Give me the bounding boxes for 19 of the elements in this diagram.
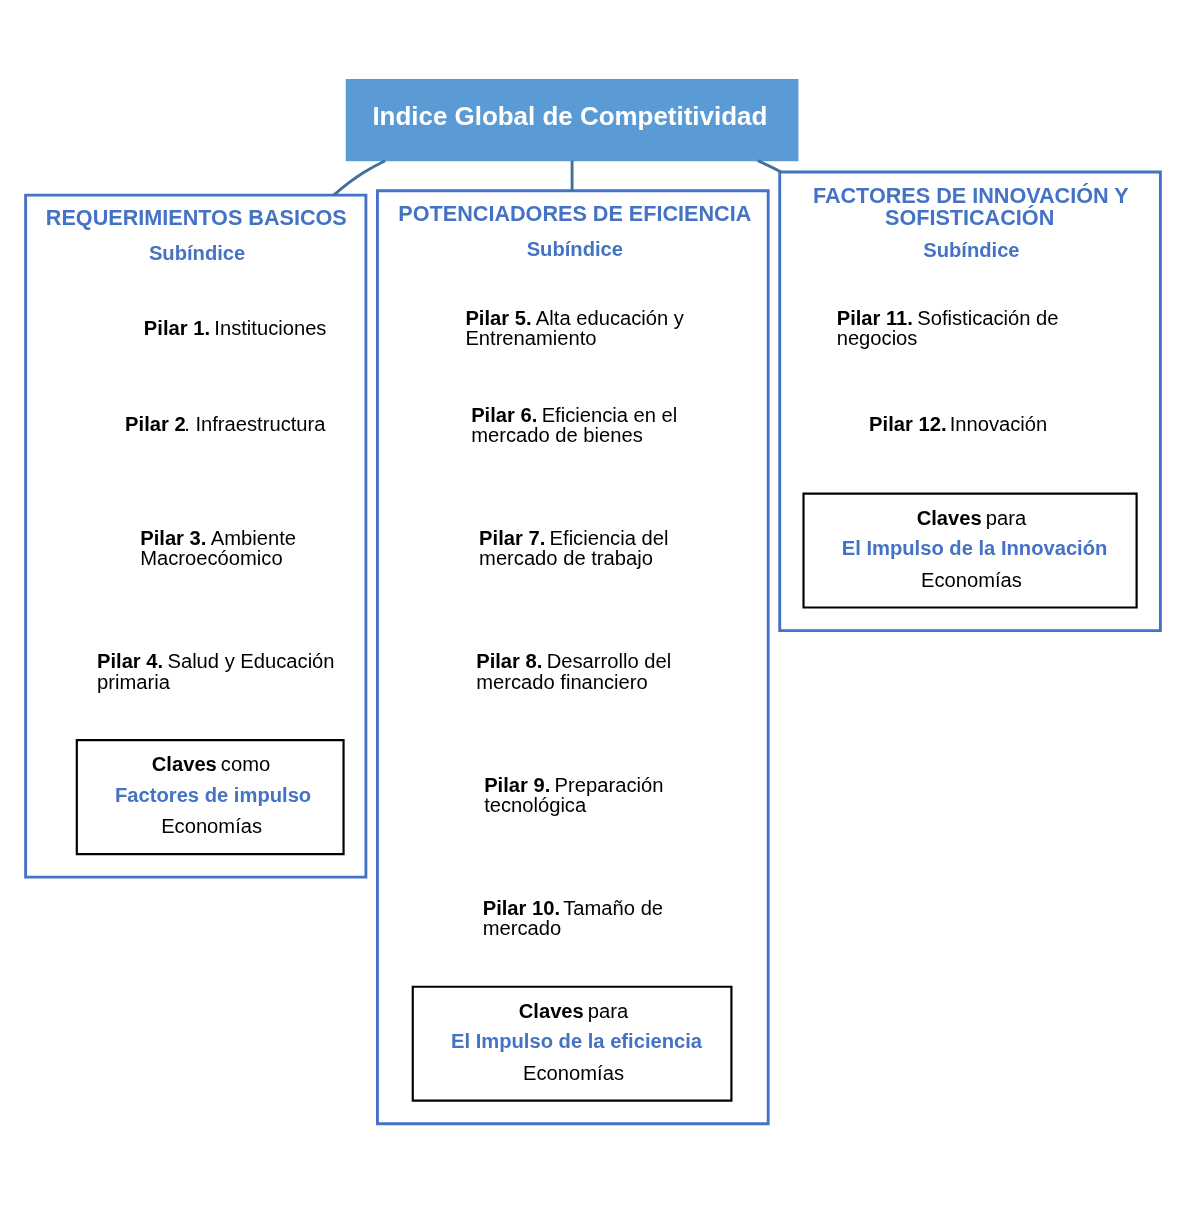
node-box: Claves para El Impulso de la eficiencia Economías [411, 985, 733, 1102]
node-box: Claves como Factores de impulso Economías [75, 739, 345, 856]
node-text: Pilar 4. Salud y Educación primaria [96, 650, 335, 693]
node-text: Pilar 11. Sofisticación de negocios [836, 307, 1059, 350]
node-text: Pilar 1. Instituciones [143, 316, 327, 339]
node-text: Pilar 10. Tamaño de mercado [482, 896, 664, 940]
connector [332, 159, 386, 197]
node-box: Indice Global de Competitividad [345, 79, 799, 162]
node-text: Pilar 2. Infraestructura [125, 413, 326, 436]
connector [570, 160, 574, 191]
node-text: Pilar 12. Innovación [869, 413, 1048, 436]
node-text: Pilar 6. Eficiencia en el mercado de bienes [471, 403, 678, 446]
node-text: Pilar 5. Alta educación y Entrenamiento [465, 307, 684, 350]
node-text: Pilar 9. Preparación tecnológica [484, 773, 664, 816]
node-text: Pilar 7. Eficiencia del mercado de trabajo [479, 527, 669, 570]
node-text: Pilar 3. Ambiente Macroecóomico [140, 527, 296, 570]
node-text: Pilar 8. Desarrollo del mercado financiero [476, 650, 672, 693]
node-box: Claves para El Impulso de la Innovación Economías [802, 492, 1138, 609]
connector [757, 159, 782, 174]
